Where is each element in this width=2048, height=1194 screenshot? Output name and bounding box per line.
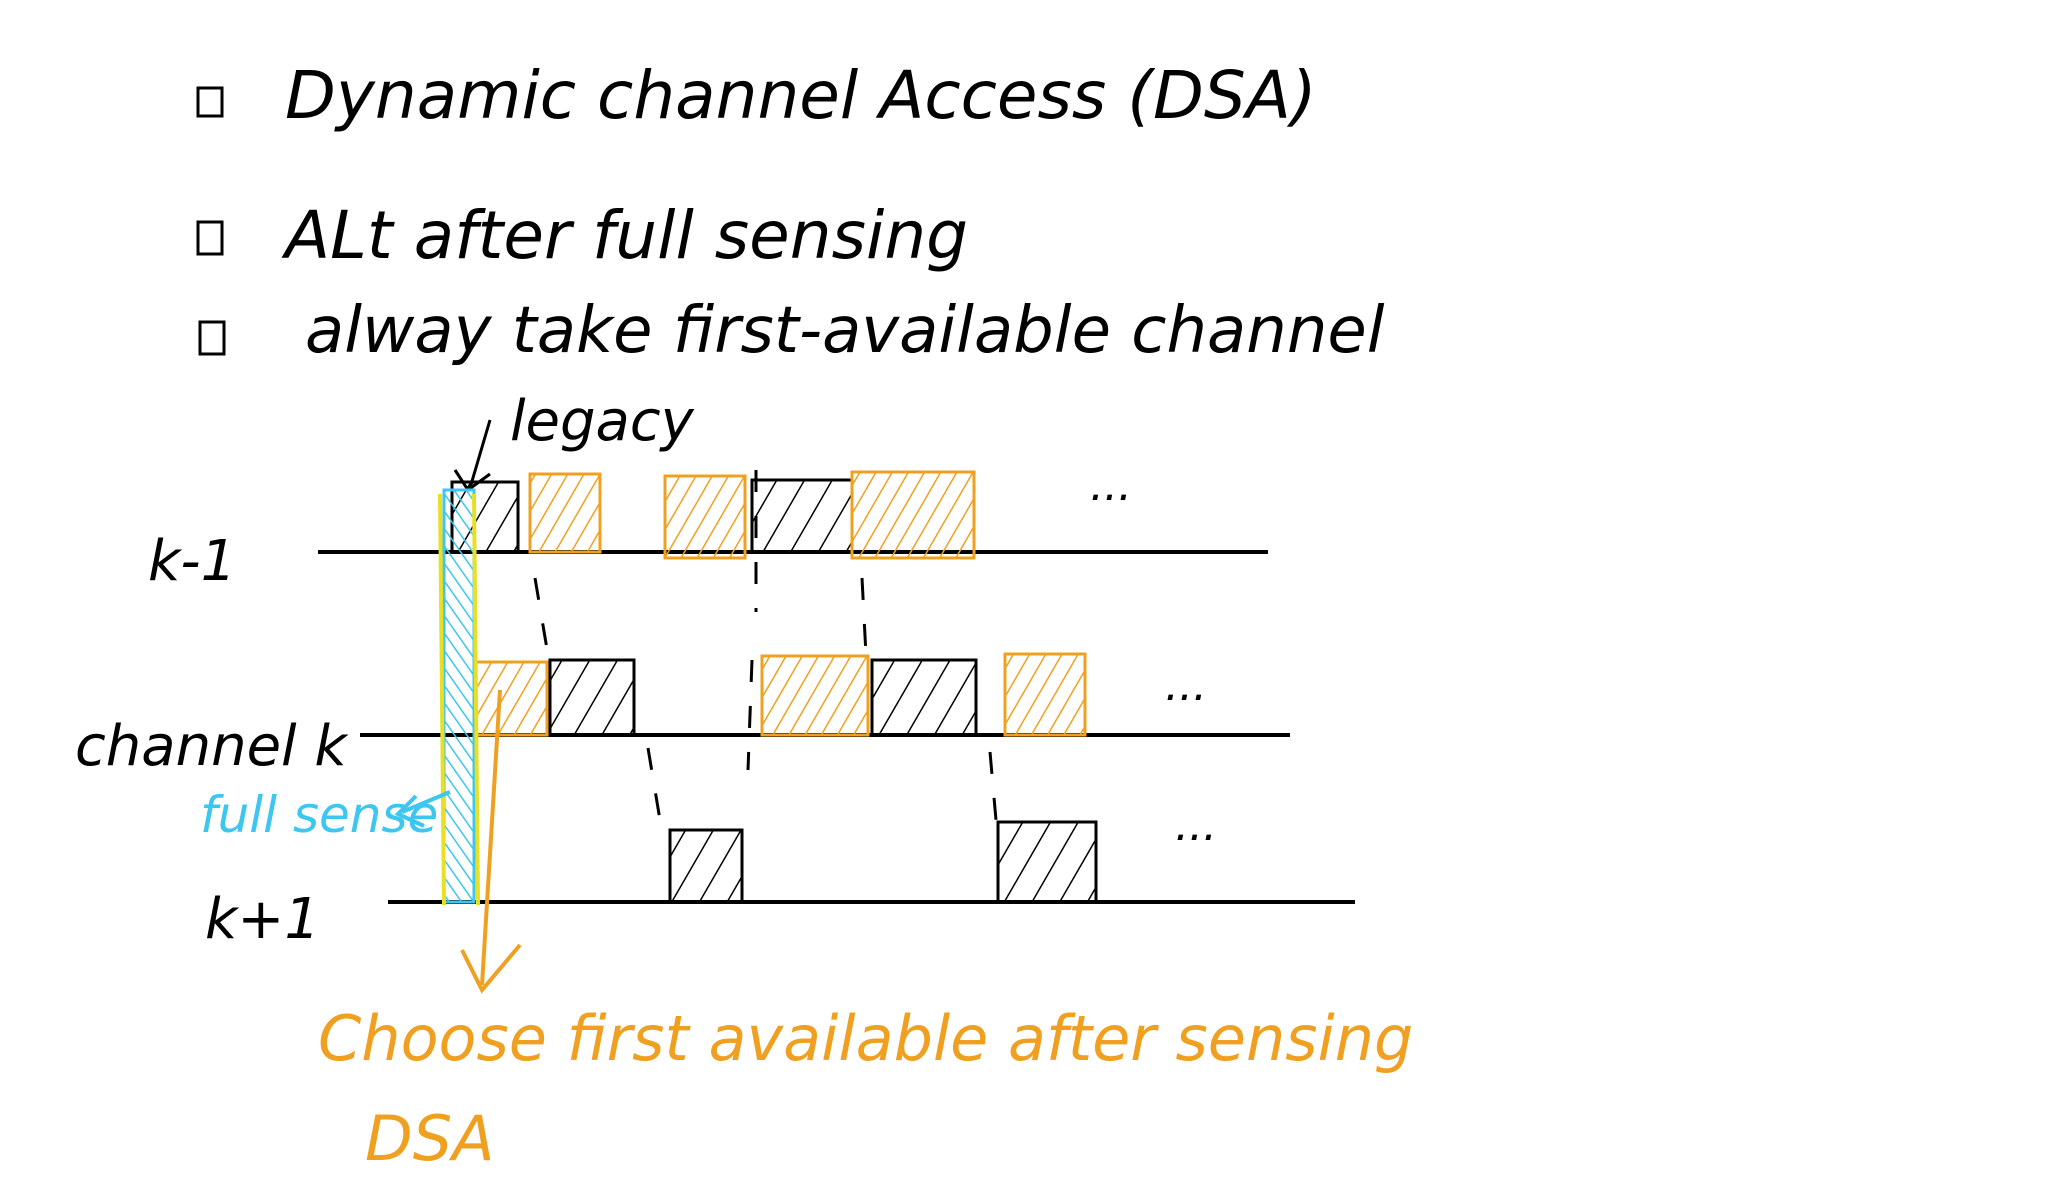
choose-arrow: [460, 689, 522, 994]
dsa-block: [663, 474, 747, 560]
dashed-transitions: [533, 470, 998, 821]
full-sense-yellow-edge: [438, 493, 446, 906]
legacy-block: [750, 478, 854, 554]
full-sense-highlight: [442, 488, 476, 904]
legacy-block: [870, 658, 978, 737]
channel-k-blocks: [473, 652, 1087, 737]
full-sense-yellow-edge: [472, 493, 480, 906]
channel-k-minus-1-blocks: [450, 470, 976, 560]
note-line-2: ALt after full sensing: [281, 197, 968, 274]
note-line-1: Dynamic channel Access (DSA): [285, 57, 1317, 134]
notes-list: Dynamic channel Access (DSA) ALt after f…: [196, 57, 1385, 368]
choose-label: Choose first available after sensing: [318, 1002, 1413, 1075]
channel-k-plus-1-blocks: [668, 820, 1098, 904]
dsa-block: [850, 470, 976, 560]
note-line-3: alway take first-available channel: [305, 294, 1385, 368]
full-sense-label: full sense: [200, 786, 438, 844]
ellipsis-k: ...: [1165, 660, 1207, 711]
note-bullet-3: [198, 320, 226, 356]
channel-label-k: channel k: [75, 714, 349, 779]
legacy-block: [996, 820, 1098, 904]
legacy-arrow: [453, 419, 492, 493]
legacy-block: [668, 828, 744, 904]
dsa-block: [528, 472, 602, 554]
legacy-label: legacy: [510, 389, 695, 454]
ellipsis-k-minus-1: ...: [1090, 460, 1132, 511]
dsa-block: [1003, 652, 1087, 737]
dsa-block: [760, 654, 870, 737]
channel-label-k-minus-1: k-1: [148, 529, 236, 594]
note-bullet-2: [196, 220, 224, 256]
full-sense-bar: [438, 488, 480, 906]
channel-label-k-plus-1: k+1: [205, 887, 320, 952]
legacy-block: [548, 658, 636, 737]
dsa-label: DSA: [365, 1102, 495, 1175]
note-bullet-1: [196, 86, 224, 118]
dsa-block: [473, 660, 549, 737]
full-sense-arrow: [394, 790, 451, 828]
ellipsis-k-plus-1: ...: [1175, 800, 1217, 851]
